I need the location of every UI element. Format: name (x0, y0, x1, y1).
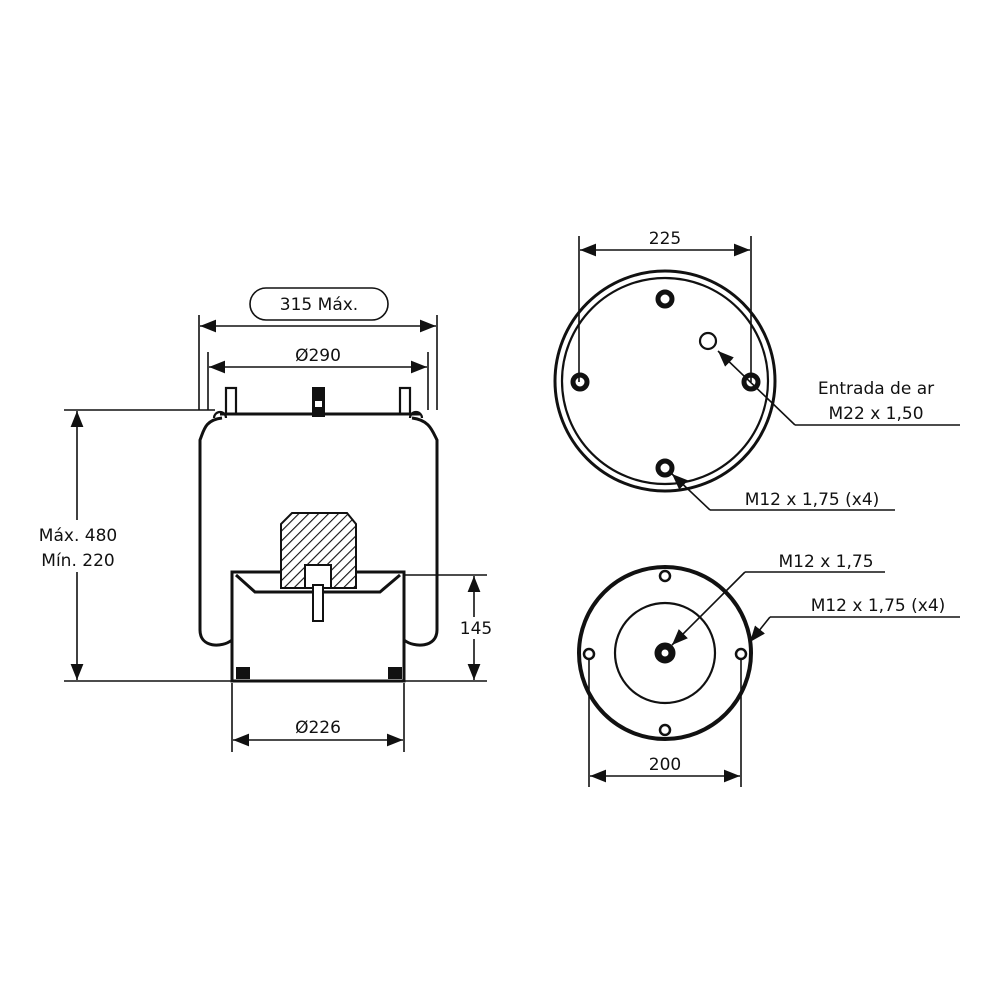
bottom-view: 200 M12 x 1,75 M12 x 1,75 (x4) (577, 552, 960, 787)
bump-stop (280, 512, 357, 589)
top-bolts-label: M12 x 1,75 (x4) (745, 490, 880, 510)
top-plate-inner (560, 276, 770, 486)
top-bolts (570, 289, 761, 478)
stud-right (398, 386, 412, 416)
piston-height-label: 145 (460, 619, 492, 639)
bottom-holes (582, 569, 748, 737)
air-inlet-thread-label: M22 x 1,50 (828, 404, 923, 424)
piston-base-inner (613, 601, 717, 705)
top-plate-outer (553, 269, 777, 493)
height-min-label: Mín. 220 (41, 551, 114, 571)
air-inlet-label: Entrada de ar (818, 379, 934, 399)
piston-base-outer (577, 565, 753, 741)
height-max-label: Máx. 480 (39, 526, 117, 546)
center-bolt-label: M12 x 1,75 (778, 552, 873, 572)
stud-left (224, 386, 238, 416)
piston-diameter-label: Ø226 (295, 718, 341, 738)
piston (230, 570, 406, 683)
bellows-right (403, 416, 439, 647)
center-bolt-hole (654, 642, 676, 664)
max-width-label: 315 Máx. (280, 295, 358, 315)
bellows-left (198, 416, 233, 647)
top-view: 225 Entrada de ar M22 x 1,50 M12 x 1,75 … (553, 229, 960, 511)
bolt-spacing-label: 225 (649, 229, 681, 249)
top-diameter-label: Ø290 (295, 346, 341, 366)
bottom-holes-label: M12 x 1,75 (x4) (811, 596, 946, 616)
side-view: 315 Máx. Ø290 Máx. 480 Mín. 220 145 Ø226 (25, 287, 495, 752)
hole-spacing-label: 200 (649, 755, 681, 775)
center-bolt (312, 584, 324, 622)
air-inlet-hole (698, 331, 718, 351)
